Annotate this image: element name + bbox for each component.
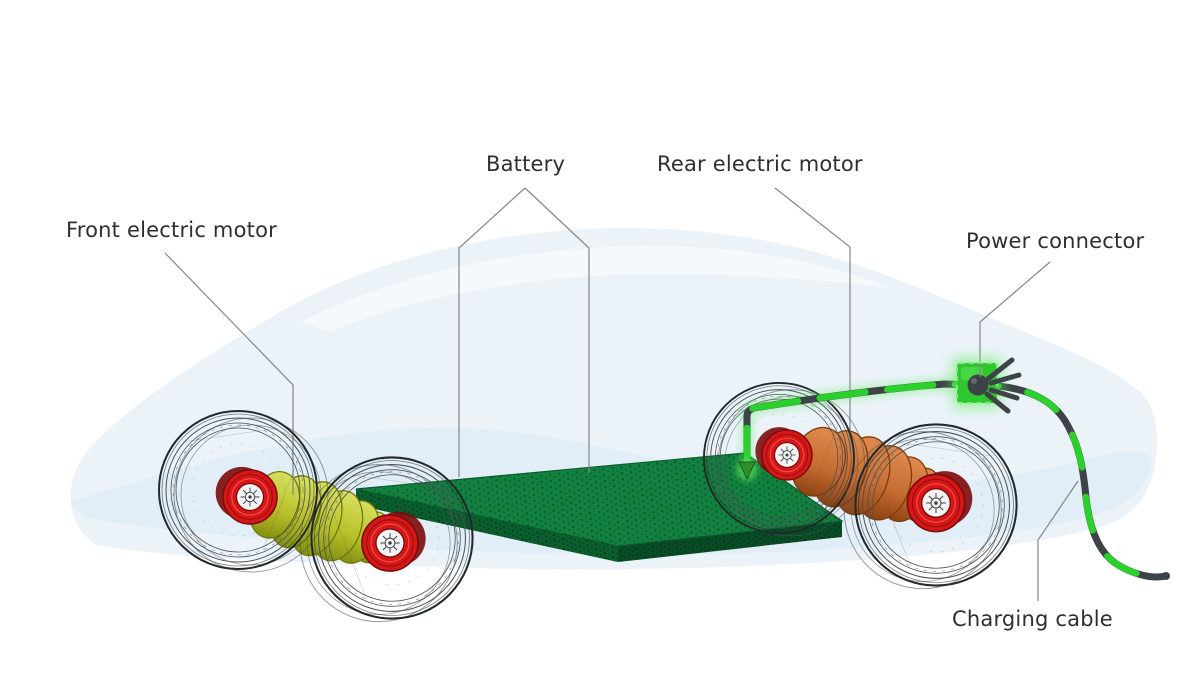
- label-charging-cable: Charging cable: [952, 607, 1113, 631]
- leader-rear-motor: [774, 187, 851, 452]
- power-connector: [951, 357, 1022, 414]
- leader-charging-cable: [1037, 480, 1079, 601]
- leader-battery: [458, 187, 590, 477]
- label-front-electric-motor: Front electric motor: [66, 218, 277, 242]
- label-power-connector: Power connector: [966, 229, 1145, 253]
- connector-spark-icon: [984, 357, 1022, 414]
- battery-charge-arrow: [736, 458, 758, 481]
- charging-cable: [739, 376, 1170, 581]
- label-battery: Battery: [486, 152, 566, 176]
- battery-pack: [355, 452, 844, 562]
- leader-front-motor: [164, 252, 294, 495]
- label-rear-electric-motor: Rear electric motor: [657, 152, 863, 176]
